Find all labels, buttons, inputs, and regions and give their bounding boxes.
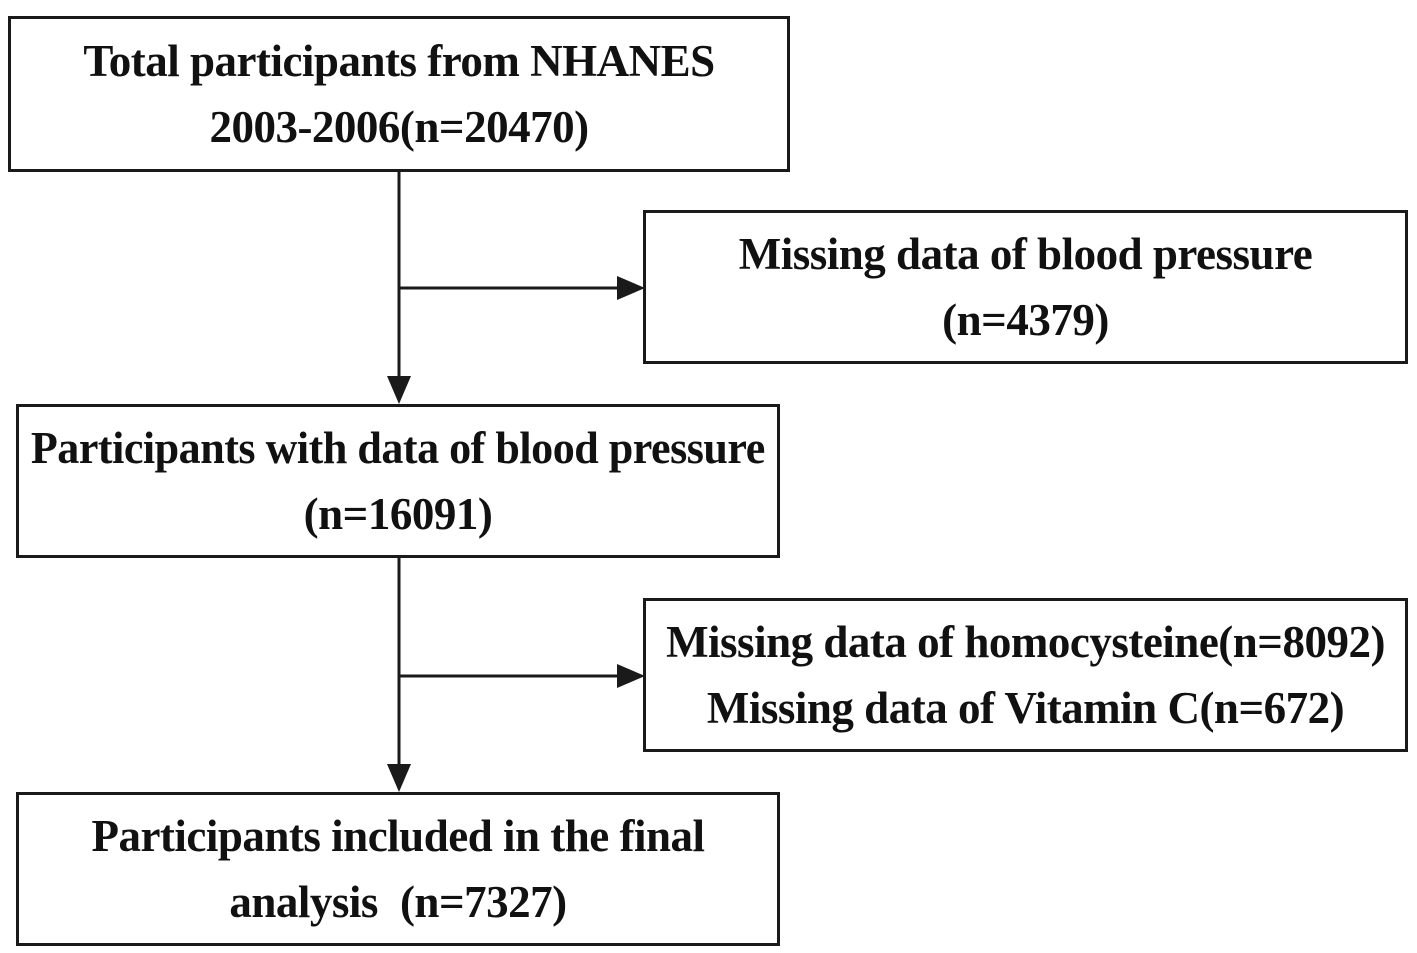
arrowhead-down-1 [387, 376, 411, 404]
arrowhead-down-2 [387, 764, 411, 792]
box-final-line1: Participants included in the final [91, 811, 705, 861]
box-final-analysis: Participants included in the final analy… [16, 792, 780, 946]
box-final-line2: analysis (n=7327) [229, 877, 567, 927]
box-participants-with-blood-pressure: Participants with data of blood pressure… [16, 404, 780, 558]
box-with-bp-line2: (n=16091) [303, 489, 493, 539]
box-total-line2: 2003-2006(n=20470) [209, 102, 589, 152]
box-missing-vitc-line: Missing data of Vitamin C(n=672) [706, 683, 1345, 733]
box-total-participants: Total participants from NHANES 2003-2006… [8, 16, 790, 172]
box-missing-homocysteine-vitamin-c: Missing data of homocysteine(n=8092) Mis… [643, 598, 1408, 752]
box-missing-bp-line2: (n=4379) [942, 295, 1109, 345]
arrowhead-right-1 [617, 276, 645, 300]
box-missing-hcy-line: Missing data of homocysteine(n=8092) [666, 617, 1385, 667]
box-total-line1: Total participants from NHANES [83, 36, 715, 86]
box-with-bp-line1: Participants with data of blood pressure [31, 423, 765, 473]
box-missing-blood-pressure: Missing data of blood pressure (n=4379) [643, 210, 1408, 364]
box-missing-bp-line1: Missing data of blood pressure [738, 229, 1313, 279]
arrowhead-right-2 [617, 664, 645, 688]
